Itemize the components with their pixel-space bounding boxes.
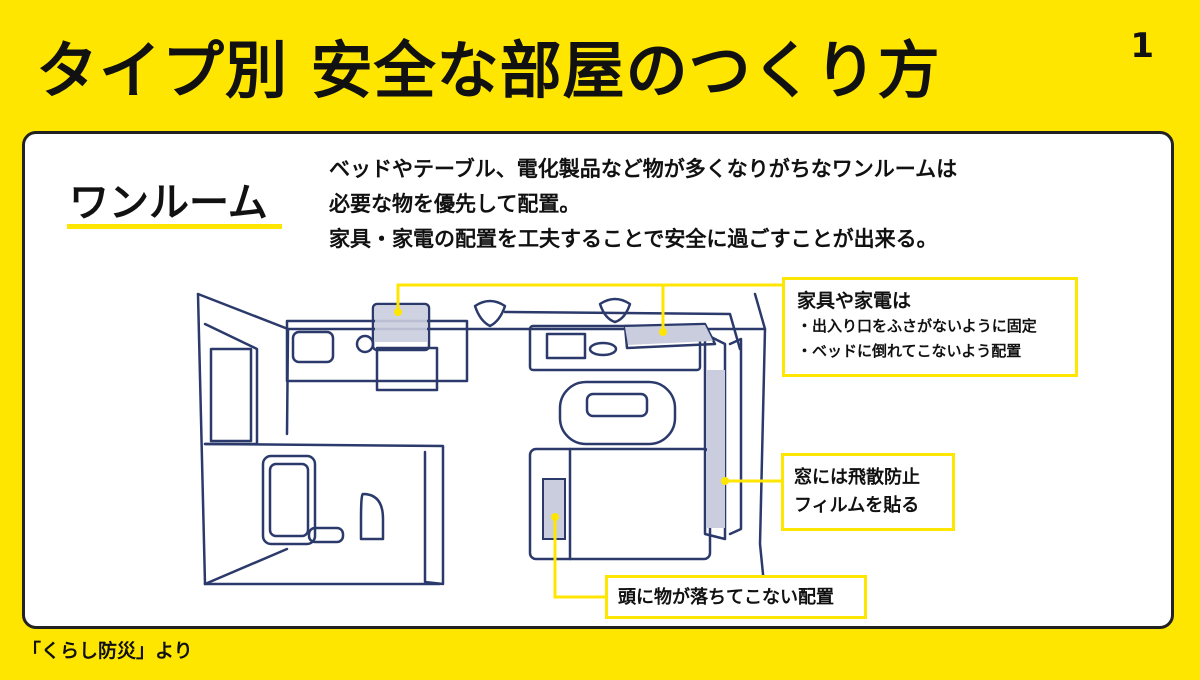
window-film <box>707 370 725 528</box>
callout-bed-text: 頭に物が落ちてこない配置 <box>618 587 834 608</box>
intro-line: 家具・家電の配置を工夫することで安全に過ごすことが出来る。 <box>329 227 938 251</box>
leader-furniture <box>396 283 665 330</box>
intro-line: ベッドやテーブル、電化製品など物が多くなりがちなワンルームは <box>329 157 958 181</box>
callout-window: 窓には飛散防止 フィルムを貼る <box>781 453 955 531</box>
callout-furniture-item: ・ベッドに倒れてこないよう配置 <box>797 342 1022 360</box>
page-title: タイプ別 安全な部屋のつくり方 <box>36 34 941 107</box>
bathtub <box>261 454 317 546</box>
callout-furniture: 家具や家電は ・出入り口をふさがないように固定 ・ベッドに倒れてこないよう配置 <box>782 277 1078 377</box>
callout-window-line: 窓には飛散防止 <box>794 467 920 488</box>
callout-bed: 頭に物が落ちてこない配置 <box>605 575 867 619</box>
tv <box>623 322 717 350</box>
section-title-underline <box>67 224 282 229</box>
room-outline <box>196 292 767 331</box>
callout-furniture-heading: 家具や家電は <box>797 290 912 312</box>
tv-board <box>528 324 702 372</box>
bathroom-sink <box>307 526 345 544</box>
microwave <box>371 302 431 352</box>
callout-furniture-item: ・出入り口をふさがないように固定 <box>797 317 1037 335</box>
callout-window-line: フィルムを貼る <box>794 495 920 516</box>
intro-text: ベッドやテーブル、電化製品など物が多くなりがちなワンルームは 必要な物を優先して… <box>329 152 1159 257</box>
source-credit: 「くらし防災」より <box>22 640 193 662</box>
low-table <box>558 380 677 446</box>
toilet <box>359 492 385 541</box>
room-illustration <box>196 283 782 599</box>
intro-line: 必要な物を優先して配置。 <box>329 192 581 216</box>
content-card: ワンルーム ベッドやテーブル、電化製品など物が多くなりがちなワンルームは 必要な… <box>22 131 1174 629</box>
leader-bed <box>553 517 605 599</box>
page-number: 1 <box>1130 26 1154 66</box>
section-title: ワンルーム <box>69 180 268 226</box>
